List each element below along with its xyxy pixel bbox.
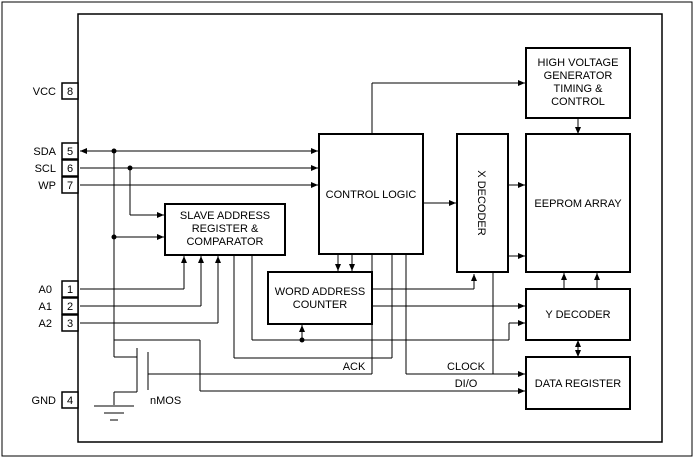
- pin-a1: A1 2: [39, 297, 79, 315]
- data-register-block: DATA REGISTER: [525, 356, 631, 410]
- hv-generator-line-2: GENERATOR: [544, 70, 613, 82]
- slave-address-line-2: REGISTER &: [192, 223, 259, 235]
- ack-label: ACK: [343, 361, 366, 373]
- pin-number-gnd: 4: [67, 395, 73, 407]
- clock-label: CLOCK: [447, 361, 486, 373]
- pin-label-scl: SCL: [35, 163, 56, 175]
- x-decoder-block: X DECODER: [456, 133, 509, 273]
- pin-wp: WP 7: [38, 176, 79, 194]
- pin-label-a1: A1: [39, 301, 52, 313]
- wires: [80, 80, 600, 421]
- pin-a2: A2 3: [39, 314, 79, 332]
- pin-label-wp: WP: [38, 180, 56, 192]
- y-decoder-label: Y DECODER: [545, 309, 610, 321]
- pin-label-sda: SDA: [33, 146, 56, 158]
- hv-generator-line-1: HIGH VOLTAGE: [538, 57, 619, 69]
- pin-gnd: GND 4: [32, 391, 79, 409]
- slave-address-line-3: COMPARATOR: [186, 236, 263, 248]
- control-logic-block: CONTROL LOGIC: [318, 133, 424, 255]
- nmos-label: nMOS: [150, 395, 181, 407]
- pin-number-sda: 5: [67, 146, 73, 158]
- word-address-line-2: COUNTER: [293, 299, 347, 311]
- pin-label-vcc: VCC: [33, 86, 56, 98]
- control-logic-label: CONTROL LOGIC: [326, 189, 417, 201]
- outer-frame: [1, 1, 693, 457]
- eeprom-array-block: EEPROM ARRAY: [525, 133, 631, 273]
- slave-address-line-1: SLAVE ADDRESS: [180, 210, 270, 222]
- pin-number-vcc: 8: [67, 86, 73, 98]
- pin-a0: A0 1: [39, 280, 79, 298]
- pin-number-scl: 6: [67, 163, 73, 175]
- pin-label-gnd: GND: [32, 395, 57, 407]
- pin-number-a2: 3: [67, 318, 73, 330]
- word-address-block: WORD ADDRESS COUNTER: [267, 271, 373, 325]
- pin-number-wp: 7: [67, 180, 73, 192]
- dio-label: DI/O: [455, 378, 478, 390]
- data-register-label: DATA REGISTER: [535, 378, 621, 390]
- pin-vcc: VCC 8: [33, 82, 79, 100]
- pin-label-a0: A0: [39, 284, 52, 296]
- pin-sda: SDA 5: [33, 142, 79, 160]
- word-address-line-1: WORD ADDRESS: [275, 286, 365, 298]
- x-decoder-label: X DECODER: [475, 170, 487, 235]
- y-decoder-block: Y DECODER: [525, 288, 631, 341]
- chip-outline: [77, 13, 663, 443]
- hv-generator-line-4: CONTROL: [551, 96, 605, 108]
- hv-generator-line-3: TIMING &: [554, 83, 604, 95]
- hv-generator-block: HIGH VOLTAGE GENERATOR TIMING & CONTROL: [525, 47, 631, 119]
- pin-number-a1: 2: [67, 301, 73, 313]
- slave-address-block: SLAVE ADDRESS REGISTER & COMPARATOR: [164, 203, 286, 256]
- pin-label-a2: A2: [39, 318, 52, 330]
- pin-scl: SCL 6: [35, 159, 79, 177]
- pin-number-a0: 1: [67, 284, 73, 296]
- eeprom-array-label: EEPROM ARRAY: [534, 198, 622, 210]
